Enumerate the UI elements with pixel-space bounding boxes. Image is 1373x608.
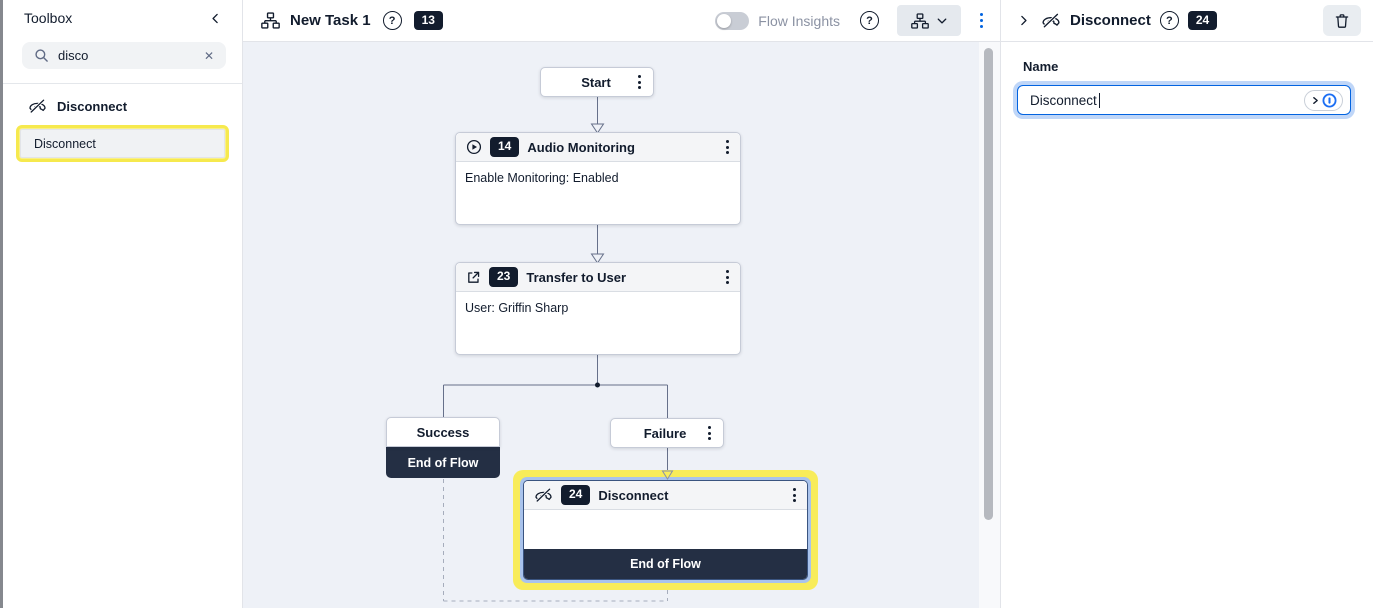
node-title: Transfer to User: [526, 269, 627, 285]
name-input[interactable]: [1030, 92, 1304, 108]
node-audio-monitoring[interactable]: 14 Audio Monitoring Enable Monitoring: E…: [455, 132, 741, 225]
node-summary: User: Griffin Sharp: [465, 301, 569, 315]
node-menu-button[interactable]: [721, 266, 734, 289]
text-caret: [1099, 93, 1100, 108]
node-menu-button[interactable]: [721, 136, 734, 159]
node-id-badge: 24: [561, 485, 591, 505]
password-manager-icon: [1322, 93, 1337, 108]
node-title: Audio Monitoring: [527, 139, 635, 155]
node-start[interactable]: Start: [540, 67, 654, 97]
chevron-right-icon: [1017, 14, 1030, 27]
panel-title: Disconnect: [1070, 12, 1151, 29]
sitemap-icon: [261, 12, 280, 29]
selection-ring: 24 Disconnect End of Flow: [520, 477, 811, 583]
node-menu-button[interactable]: [703, 422, 716, 445]
search-input[interactable]: [58, 48, 193, 63]
sidebar-divider: [3, 83, 242, 84]
toolbox-title: Toolbox: [24, 10, 73, 26]
sitemap-icon: [910, 12, 929, 29]
phone-slash-icon: [28, 99, 47, 114]
node-menu-button[interactable]: [633, 71, 646, 94]
phone-slash-icon: [534, 487, 553, 503]
flow-insights-label: Flow Insights: [758, 12, 840, 29]
help-icon[interactable]: ?: [860, 11, 879, 30]
toolbox-search: ✕: [22, 42, 226, 69]
node-disconnect[interactable]: 24 Disconnect End of Flow: [523, 480, 808, 580]
node-id-badge: 23: [489, 267, 519, 287]
window-edge: [0, 0, 3, 608]
chevron-right-icon: [1311, 95, 1320, 106]
end-of-flow-success: End of Flow: [386, 447, 500, 478]
flow-editor: New Task 1 ? 13 Flow Insights ?: [243, 0, 1000, 608]
node-summary-empty: [524, 510, 807, 549]
flow-canvas[interactable]: Start 14 Audio Monitoring Enable Monitor…: [243, 42, 979, 608]
node-menu-button[interactable]: [788, 484, 801, 507]
name-field: [1017, 85, 1351, 115]
toggle-knob: [717, 13, 732, 28]
tool-item-disconnect[interactable]: Disconnect: [16, 125, 229, 162]
help-icon[interactable]: ?: [1159, 11, 1179, 30]
canvas-scrollbar-thumb[interactable]: [984, 48, 993, 520]
clear-search-button[interactable]: ✕: [202, 48, 216, 64]
phone-slash-icon: [1041, 12, 1061, 29]
category-label: Disconnect: [57, 99, 128, 114]
trash-icon: [1334, 13, 1350, 29]
end-of-flow-disconnect: End of Flow: [524, 549, 807, 579]
chevron-left-icon: [209, 12, 222, 25]
branch-label: Failure: [643, 425, 687, 441]
flow-count-badge: 13: [413, 10, 443, 31]
flow-connectors: [443, 97, 668, 602]
node-id-badge: 14: [490, 137, 520, 157]
node-title: Disconnect: [598, 487, 669, 503]
branch-failure[interactable]: Failure: [610, 418, 724, 448]
flow-title: New Task 1: [290, 12, 371, 29]
branch-success[interactable]: Success: [386, 417, 500, 447]
node-transfer-to-user[interactable]: 23 Transfer to User User: Griffin Sharp: [455, 262, 741, 355]
play-circle-icon: [466, 139, 482, 155]
name-label: Name: [1023, 59, 1059, 74]
flow-topbar: New Task 1 ? 13 Flow Insights ?: [243, 0, 1000, 42]
node-title: Start: [581, 74, 611, 90]
close-icon: ✕: [203, 48, 214, 63]
help-icon[interactable]: ?: [382, 11, 402, 30]
search-icon: [34, 48, 49, 63]
selection-highlight: 24 Disconnect End of Flow: [513, 470, 818, 590]
collapse-panel-button[interactable]: [1015, 12, 1032, 29]
overflow-menu-button[interactable]: [975, 9, 988, 32]
node-summary: Enable Monitoring: Enabled: [465, 171, 619, 185]
node-id-badge: 24: [1187, 10, 1218, 31]
canvas-scrollbar-track: [979, 42, 1000, 608]
tool-item-label: Disconnect: [34, 136, 96, 151]
delete-node-button[interactable]: [1323, 5, 1361, 36]
branch-success-group: Success End of Flow: [386, 417, 500, 478]
chevron-down-icon: [936, 15, 948, 27]
branch-label: Success: [416, 424, 470, 440]
external-link-icon: [466, 270, 481, 285]
toolbox-panel: Toolbox ✕ Disconnect Disconnect: [3, 0, 243, 608]
autofill-pill[interactable]: [1304, 89, 1343, 111]
layout-view-button[interactable]: [897, 5, 961, 36]
properties-panel: Disconnect ? 24 Name: [1000, 0, 1373, 608]
toolbox-category-disconnect: Disconnect: [3, 84, 242, 125]
flow-insights-toggle[interactable]: [715, 11, 750, 30]
collapse-toolbox-button[interactable]: [207, 10, 224, 27]
